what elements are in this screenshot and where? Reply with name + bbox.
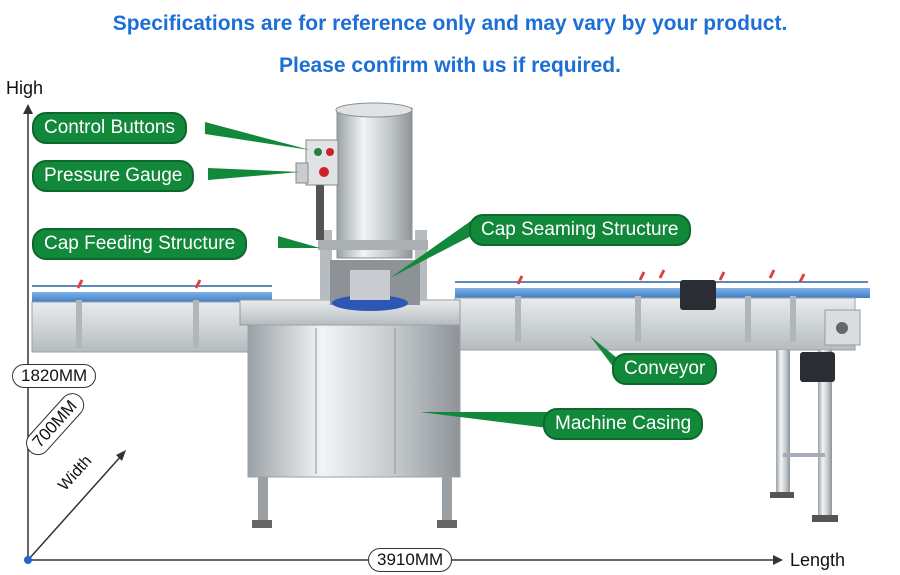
dimension-length: 3910MM <box>368 548 453 572</box>
callout-conveyor: Conveyor <box>612 353 718 385</box>
conveyor-right <box>454 269 870 522</box>
axis-label-high: High <box>6 78 44 98</box>
conveyor-left <box>31 279 272 353</box>
callout-pressure-gauge: Pressure Gauge <box>32 160 195 192</box>
callout-cap-seaming-structure: Cap Seaming Structure <box>469 214 691 246</box>
callout-machine-casing: Machine Casing <box>543 408 704 440</box>
callout-control-buttons: Control Buttons <box>32 112 187 144</box>
machine-casing-body <box>239 299 461 528</box>
seaming-head <box>318 102 428 311</box>
dimension-height: 1820MM <box>12 364 97 388</box>
callout-cap-feeding-structure: Cap Feeding Structure <box>32 228 248 260</box>
control-box <box>295 139 339 240</box>
axis-label-length: Length <box>790 550 846 570</box>
callout-pointers <box>205 122 617 428</box>
disclaimer-line-1: Specifications are for reference only an… <box>112 12 788 35</box>
disclaimer-line-2: Please confirm with us if required. <box>279 54 621 77</box>
